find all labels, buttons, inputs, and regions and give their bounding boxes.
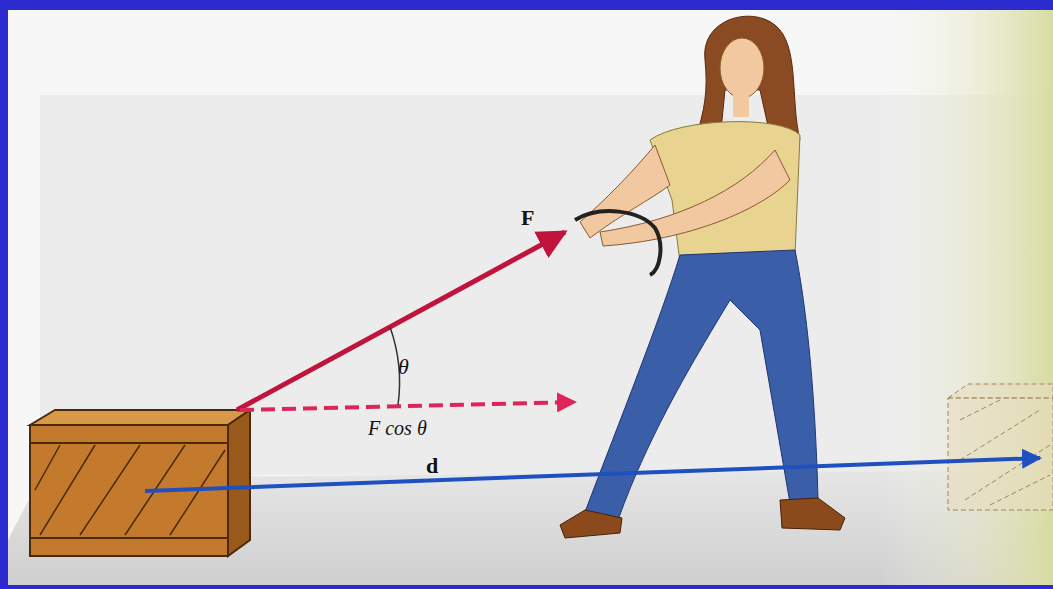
displacement-label: d (426, 455, 438, 477)
crate (30, 410, 250, 556)
force-label: F (521, 207, 534, 229)
woman-figure (560, 16, 845, 538)
page-ground (8, 10, 1053, 585)
force-component-vector (240, 402, 575, 410)
ghost-crate (948, 384, 1053, 510)
displacement-vector (145, 458, 1040, 491)
component-label: F cos θ (368, 418, 427, 438)
force-vector (237, 232, 565, 410)
angle-label: θ (398, 356, 409, 378)
edge-tint (880, 10, 1053, 585)
